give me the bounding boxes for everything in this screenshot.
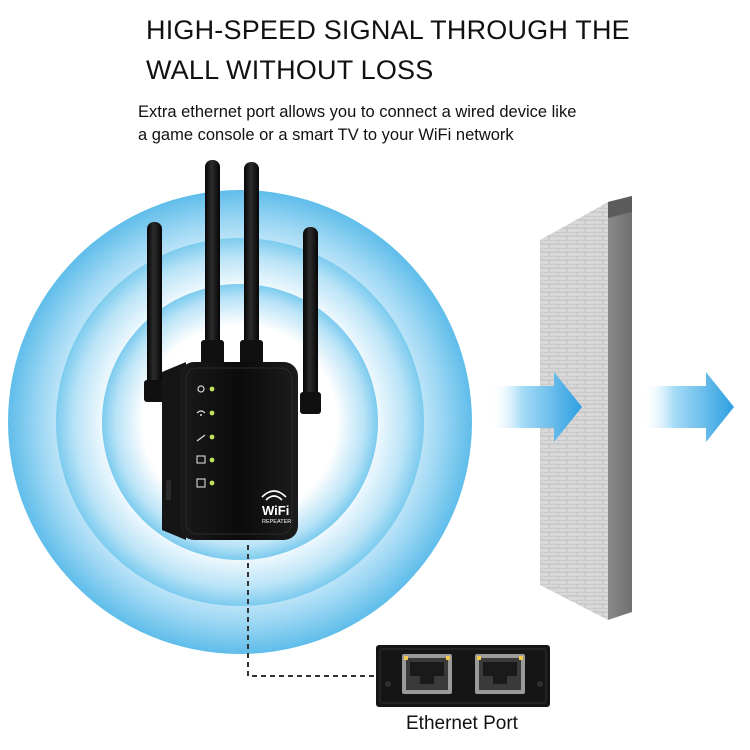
signal-arrow-right bbox=[642, 372, 734, 442]
headline-line-1: HIGH-SPEED SIGNAL THROUGH THE bbox=[146, 15, 630, 45]
badge-repeater-text: REPEATER bbox=[262, 519, 291, 525]
wps-icon bbox=[196, 455, 206, 464]
badge-wifi-text: WiFi bbox=[262, 503, 289, 518]
headline: HIGH-SPEED SIGNAL THROUGH THE WALL WITHO… bbox=[146, 10, 706, 90]
lan-icon bbox=[196, 434, 206, 442]
wifi-icon bbox=[196, 410, 206, 416]
repeater-device: WiFi REPEATER bbox=[162, 362, 298, 540]
description-line-1: Extra ethernet port allows you to connec… bbox=[138, 103, 577, 121]
antennas bbox=[144, 160, 321, 414]
signal-arrow-left bbox=[490, 372, 582, 442]
signal-icon bbox=[196, 478, 206, 488]
ethernet-port-1 bbox=[402, 654, 452, 694]
description-line-2: a game console or a smart TV to your WiF… bbox=[138, 126, 514, 144]
ethernet-port-panel bbox=[376, 645, 550, 707]
description: Extra ethernet port allows you to connec… bbox=[138, 101, 698, 147]
ethernet-cable bbox=[247, 545, 378, 677]
headline-line-2: WALL WITHOUT LOSS bbox=[146, 55, 434, 85]
ethernet-port-2 bbox=[475, 654, 525, 694]
ethernet-port-label: Ethernet Port bbox=[406, 713, 518, 734]
power-icon bbox=[197, 385, 205, 393]
wifi-repeater-badge: WiFi REPEATER bbox=[261, 490, 291, 525]
